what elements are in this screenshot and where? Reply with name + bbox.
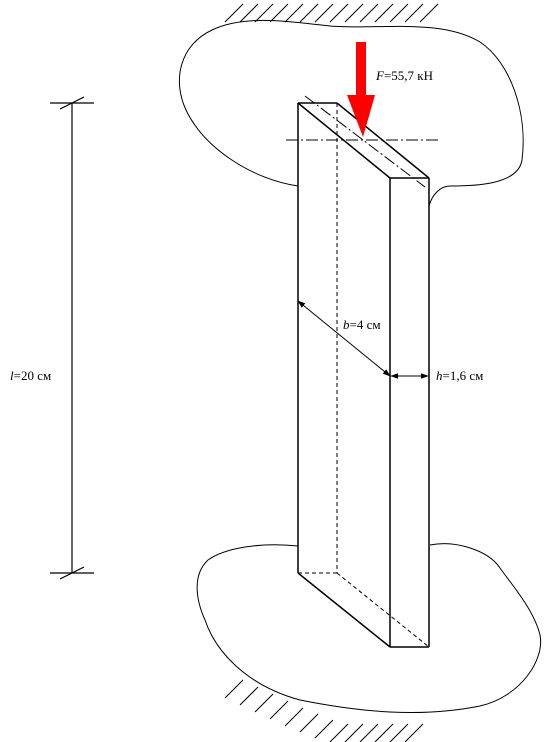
column-hidden-edges — [298, 103, 430, 648]
force-arrow — [347, 42, 375, 137]
thickness-label: h=1,6 см — [436, 368, 483, 383]
column-body — [297, 102, 430, 648]
force-label: F=55,7 кН — [375, 68, 433, 83]
top-support-hatching — [224, 3, 439, 23]
width-dimension-line — [297, 300, 391, 377]
width-label: b=4 см — [343, 317, 381, 332]
bottom-support-outline — [196, 543, 542, 714]
length-label: l=20 см — [10, 368, 51, 383]
bottom-support-hatching — [224, 679, 424, 742]
length-dimension — [50, 96, 94, 580]
axis-lines — [286, 95, 438, 188]
top-support-outline — [178, 19, 524, 207]
